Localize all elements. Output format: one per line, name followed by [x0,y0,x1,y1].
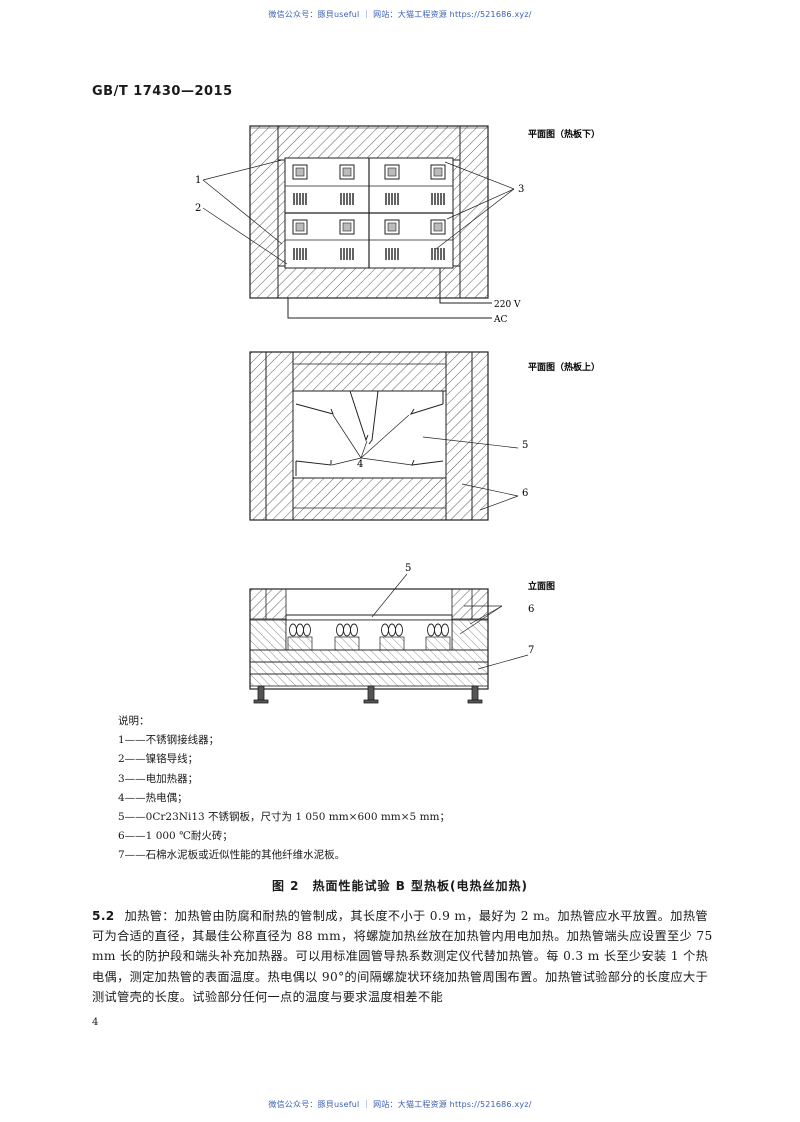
callout-6-elevation: 6 [528,604,534,615]
heater-element [293,248,307,260]
heater-element [384,164,400,180]
callout-3: 3 [518,184,524,195]
figure-legend: 说明： 1——不锈钢接线器； 2——镍铬导线； 3——电加热器； 4——热电偶；… [118,712,450,866]
coil-support-brick [334,636,360,651]
watermark-bottom: 微信公众号：豚貝useful ｜ 网站：大猫工程资源 https://52168… [268,1100,532,1109]
figure-caption: 图 2 热面性能试验 B 型热板(电热丝加热) [272,879,528,893]
plan-lower-view: 220 V AC 平面图（热板下） 1 2 3 [195,125,600,325]
heater-element [339,219,355,235]
heater-element [430,219,446,235]
plan-upper-view: 4 5 6 平面图（热板上） [249,351,600,521]
legend-item: 2——镍铬导线； [118,753,199,766]
legend-item: 3——电加热器； [118,772,199,785]
electric-heater-grid [292,164,446,260]
heater-coil [441,623,449,637]
heater-coil [350,623,358,637]
heater-coil [395,623,403,637]
callout-1: 1 [195,175,201,186]
heater-element [339,164,355,180]
page-number: 4 [92,1017,99,1028]
callout-leaders-elevation [371,573,529,670]
standard-code: GB/T 17430—2015 [92,84,233,99]
power-ac-label: AC [493,315,507,325]
heater-coil [303,623,311,637]
heater-element [385,248,399,260]
callout-2: 2 [195,203,201,214]
elevation-title: 立面图 [528,580,555,592]
heater-element [292,219,308,235]
heater-element [385,193,399,205]
heater-coils-elevation [287,623,451,651]
legend-item: 6——1 000 ℃耐火砖； [118,830,233,843]
callout-leaders-lower [202,159,515,265]
heater-element [384,219,400,235]
legend-item: 1——不锈钢接线器； [118,734,220,747]
support-legs [253,685,483,704]
legend-item: 7——石棉水泥板或近似性能的其他纤维水泥板。 [118,849,346,862]
plan-lower-title: 平面图（热板下） [528,128,600,140]
plan-upper-title: 平面图（热板上） [528,361,600,373]
heater-element [292,164,308,180]
section-body: 加热管：加热管由防腐和耐热的管制成，其长度不小于 0.9 m，最好为 2 m。加… [92,909,713,1004]
heater-element [431,248,445,260]
callout-leaders-upper [331,414,519,511]
coil-support-brick [379,636,405,651]
callout-6-upper: 6 [522,488,528,499]
figure-2-drawing: 220 V AC 平面图（热板下） 1 2 3 [195,125,600,704]
callout-5-elevation: 5 [405,563,411,574]
heater-element [340,248,354,260]
heater-element [293,193,307,205]
legend-item: 5——0Cr23Ni13 不锈钢板，尺寸为 1 050 mm×600 mm×5 … [118,811,450,824]
heater-element [340,193,354,205]
heater-element [431,193,445,205]
elevation-view: 5 6 7 立面图 [249,563,555,704]
heater-element [430,164,446,180]
coil-support-brick [425,636,451,651]
coil-support-brick [287,636,313,651]
legend-title: 说明： [118,715,150,727]
thermocouple-leads [295,390,444,476]
callout-5-upper: 5 [522,440,528,451]
watermark-top: 微信公众号：豚貝useful ｜ 网站：大猫工程资源 https://52168… [268,10,532,19]
callout-4: 4 [357,459,363,470]
legend-item: 4——热电偶； [118,791,188,804]
section-number: 5.2 [92,909,115,923]
power-voltage-label: 220 V [494,300,521,310]
callout-7: 7 [528,645,534,656]
